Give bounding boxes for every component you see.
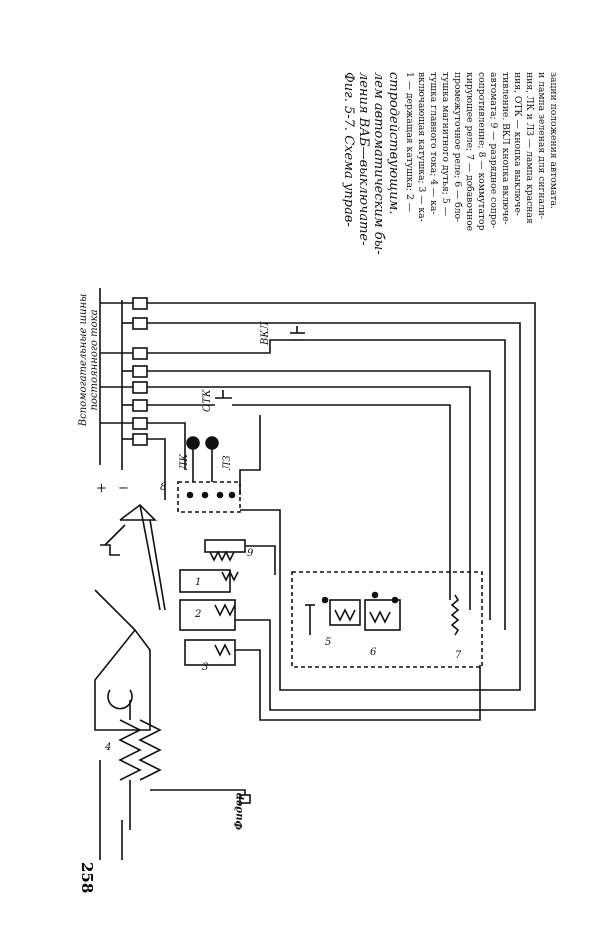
terminal xyxy=(132,433,148,446)
caption-legend-line: сопротивление; 8 — коммутатор xyxy=(476,72,487,231)
caption-legend-line: ния, ЛК и ЛЗ — лампа красная xyxy=(524,72,535,224)
coil-9 xyxy=(204,539,246,553)
resistor-7 xyxy=(450,594,460,636)
label-vkl: ВКЛ xyxy=(260,321,271,346)
label-6: 6 xyxy=(370,647,377,658)
terminal xyxy=(132,317,148,330)
terminal xyxy=(132,297,148,310)
commutator-8 xyxy=(177,481,241,513)
coil-2 xyxy=(179,599,236,631)
label-2: 2 xyxy=(194,609,201,620)
label-9: 9 xyxy=(247,548,254,559)
plus-label: + xyxy=(96,481,107,496)
caption-legend-line: кирующее реле; 7 — добавочное xyxy=(464,72,475,231)
label-feeder: Фидер xyxy=(234,793,245,830)
caption-legend-line: 1 — держащая катушка; 2 — xyxy=(404,72,415,212)
terminal xyxy=(132,347,148,360)
label-7: 7 xyxy=(455,650,462,661)
label-5: 5 xyxy=(325,637,331,648)
terminal xyxy=(132,365,148,378)
terminal xyxy=(132,399,148,412)
terminal xyxy=(132,381,148,394)
label-1: 1 xyxy=(195,577,201,588)
caption-title-line: лем автоматическим бы- xyxy=(371,72,386,255)
caption-legend-line: зации положения автомата. xyxy=(548,72,559,209)
caption-title-line: ления ВАБ—выключате- xyxy=(356,72,371,246)
arc-chute xyxy=(94,628,151,731)
caption-legend-line: и лампа зеленая для сигнали- xyxy=(536,72,547,219)
caption-legend-line: ния, ОТК — кнопка выключе- xyxy=(512,72,523,216)
label-8: 8 xyxy=(160,482,166,493)
caption-legend-line: включающая катушка; 3 — ка- xyxy=(416,72,427,222)
label-otk: ОТК xyxy=(202,389,213,412)
label-lk: ЛК xyxy=(179,454,190,471)
page-number: 258 xyxy=(78,862,96,894)
terminal xyxy=(132,417,148,430)
relay-6 xyxy=(364,599,401,631)
figure-caption: Фиг. 5-7. Схема управ- ления ВАБ—выключа… xyxy=(341,72,559,255)
bus-label: постоянного тока xyxy=(89,309,100,410)
caption-title-line: Фиг. 5-7. Схема управ- xyxy=(341,72,356,227)
caption-legend-line: тушка магнитного дутья; 5 — xyxy=(440,72,451,216)
label-4: 4 xyxy=(104,742,111,753)
caption-legend-line: тивление. ВКЛ кнопка включе- xyxy=(500,72,511,225)
relay-box xyxy=(291,571,483,668)
caption-legend-line: промежуточное реле; 6 — бло- xyxy=(452,72,463,222)
coil-4 xyxy=(118,719,142,781)
coil-1 xyxy=(179,569,231,593)
caption-legend-line: автомата; 9 — разрядное сопро- xyxy=(488,72,499,228)
caption-title-line: стродействующим. xyxy=(386,72,401,215)
coil-3 xyxy=(184,639,236,666)
caption-legend-line: тушка главного тока; 4 — ка- xyxy=(428,72,439,214)
label-3: 3 xyxy=(202,662,208,673)
label-lz: ЛЗ xyxy=(222,455,233,471)
bus-label: Вспомогательные шины xyxy=(78,294,89,427)
minus-label: − xyxy=(118,481,129,496)
relay-5 xyxy=(329,599,361,626)
